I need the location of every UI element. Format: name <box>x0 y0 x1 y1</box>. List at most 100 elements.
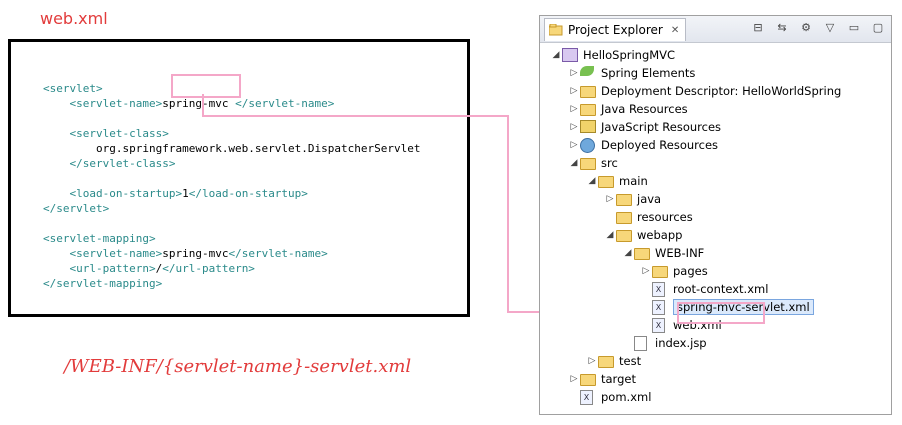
tree-item[interactable]: ▷ Deployed Resources <box>568 136 718 154</box>
maximize-icon[interactable]: ▢ <box>872 21 884 34</box>
javascript-resources-icon <box>580 120 596 134</box>
tree-item[interactable]: ◢ main <box>586 172 648 190</box>
code-line-servlet-open: <servlet> <box>43 82 103 95</box>
tree-item[interactable]: ▷pages <box>640 262 708 280</box>
code-tag: </servlet-mapping> <box>43 277 163 290</box>
tree-item-label: java <box>637 192 662 206</box>
expand-arrow-icon[interactable]: ◢ <box>606 230 614 240</box>
tree-item-label: Deployed Resources <box>601 138 719 152</box>
tree-item-label: root-context.xml <box>673 282 769 296</box>
tree-item-label: src <box>601 156 618 170</box>
tree-item[interactable]: ▷ JavaScript Resources <box>568 118 721 136</box>
servlet-path-pattern: /WEB-INF/{servlet-name}-servlet.xml <box>64 356 412 377</box>
deployment-descriptor-icon <box>580 84 596 98</box>
tree-item[interactable]: ▷ target <box>568 370 636 388</box>
tree-item[interactable]: ◢ HelloSpringMVC <box>550 46 675 64</box>
code-tag: </load-on-startup> <box>188 187 308 200</box>
code-tag: </servlet> <box>43 202 110 215</box>
tree-item[interactable]: ▷ java <box>604 190 661 208</box>
link-with-editor-icon[interactable]: ⇆ <box>777 21 787 34</box>
collapse-arrow-icon[interactable]: ▷ <box>570 104 578 114</box>
filters-icon[interactable]: ⚙ <box>801 21 811 34</box>
tree-item[interactable]: ◢ src <box>568 154 618 172</box>
folder-icon <box>616 228 632 242</box>
close-icon[interactable]: ✕ <box>670 24 680 36</box>
tree-item-label: index.jsp <box>655 336 707 350</box>
tree-item[interactable]: ▷ Deployment Descriptor: HelloWorldSpring <box>568 82 841 100</box>
project-explorer-tab[interactable]: Project Explorer ✕ <box>544 18 687 41</box>
collapse-arrow-icon[interactable]: ▷ <box>570 122 578 132</box>
tree-item-label: JavaScript Resources <box>601 120 722 134</box>
code-tag: </servlet-class> <box>69 157 176 170</box>
web-xml-code: <servlet> <servlet-name>spring-mvc </ser… <box>43 66 421 291</box>
folder-icon <box>580 372 596 386</box>
tree-item[interactable]: ◢webapp <box>604 226 682 244</box>
collapse-arrow-icon[interactable]: ▷ <box>570 374 578 384</box>
expand-arrow-icon[interactable]: ◢ <box>570 158 578 168</box>
tree-item-label: Spring Elements <box>601 66 696 80</box>
selected-file-highlight <box>677 302 765 324</box>
tree-item[interactable]: ▷ Spring Elements <box>568 64 695 82</box>
load-on-startup-value: 1 <box>182 187 189 200</box>
tree-item-label: main <box>619 174 648 188</box>
folder-icon <box>616 192 632 206</box>
tree-item[interactable]: ▷ Java Resources <box>568 100 688 118</box>
tree-item[interactable]: resources <box>604 208 693 226</box>
folder-icon <box>652 264 668 278</box>
web-xml-code-panel: <servlet> <servlet-name>spring-mvc </ser… <box>8 39 470 317</box>
tree-item-label: target <box>601 372 636 386</box>
collapse-arrow-icon[interactable]: ▷ <box>642 266 650 276</box>
collapse-arrow-icon[interactable]: ▷ <box>606 194 614 204</box>
spring-leaf-icon <box>580 66 596 80</box>
code-tag: </servlet-name> <box>228 247 328 260</box>
code-tag: <servlet-class> <box>69 127 169 140</box>
tree-item-label: HelloSpringMVC <box>583 48 676 62</box>
collapse-arrow-icon[interactable]: ▷ <box>588 356 596 366</box>
collapse-arrow-icon[interactable]: ▷ <box>570 68 578 78</box>
view-menu-chevron-down-icon[interactable]: ▽ <box>825 21 835 34</box>
servlet-class-value: org.springframework.web.servlet.Dispatch… <box>95 142 421 155</box>
tree-item-label: pom.xml <box>601 390 652 404</box>
collapse-all-icon[interactable]: ⊟ <box>753 21 763 34</box>
java-resources-icon <box>580 102 596 116</box>
code-tag: <servlet-name> <box>69 97 163 110</box>
tree-item-label: resources <box>637 210 693 224</box>
folder-icon <box>598 354 614 368</box>
project-explorer-icon <box>549 24 563 36</box>
tree-item[interactable]: ▷ test <box>586 352 641 370</box>
servlet-name-highlight <box>171 74 241 98</box>
project-icon <box>562 48 578 62</box>
folder-icon <box>580 156 596 170</box>
xml-file-icon: X <box>580 390 596 405</box>
servlet-name-value: spring-mvc <box>162 97 229 110</box>
web-xml-title: web.xml <box>40 9 108 28</box>
tree-item[interactable]: ◢ WEB-INF <box>622 244 704 262</box>
expand-arrow-icon[interactable]: ◢ <box>588 176 596 186</box>
minimize-icon[interactable]: ▭ <box>848 21 860 34</box>
code-tag: <servlet-name> <box>69 247 163 260</box>
tree-item-label: test <box>619 354 642 368</box>
explorer-toolbar: ⊟ ⇆ ⚙ ▽ ▭ ▢ <box>751 21 885 35</box>
code-tag: <url-pattern> <box>69 262 156 275</box>
folder-icon <box>598 174 614 188</box>
mapping-servlet-name-value: spring-mvc <box>162 247 229 260</box>
tree-item-label: Deployment Descriptor: HelloWorldSpring <box>601 84 842 98</box>
globe-icon <box>580 138 596 153</box>
code-tag: </servlet-name> <box>235 97 335 110</box>
collapse-arrow-icon[interactable]: ▷ <box>570 86 578 96</box>
folder-icon <box>616 210 632 224</box>
collapse-arrow-icon[interactable]: ▷ <box>570 140 578 150</box>
tree-item[interactable]: index.jsp <box>622 334 707 352</box>
tree-item-label: WEB-INF <box>655 246 705 260</box>
folder-icon <box>634 246 650 260</box>
project-explorer-title: Project Explorer <box>568 23 663 37</box>
xml-file-icon: X <box>652 300 668 315</box>
expand-arrow-icon[interactable]: ◢ <box>552 50 560 60</box>
tree-item-label: Java Resources <box>601 102 688 116</box>
expand-arrow-icon[interactable]: ◢ <box>624 248 632 258</box>
project-explorer: Project Explorer ✕ ⊟ ⇆ ⚙ ▽ ▭ ▢ ◢ HelloSpr… <box>539 15 892 415</box>
code-tag: <servlet-mapping> <box>43 232 156 245</box>
